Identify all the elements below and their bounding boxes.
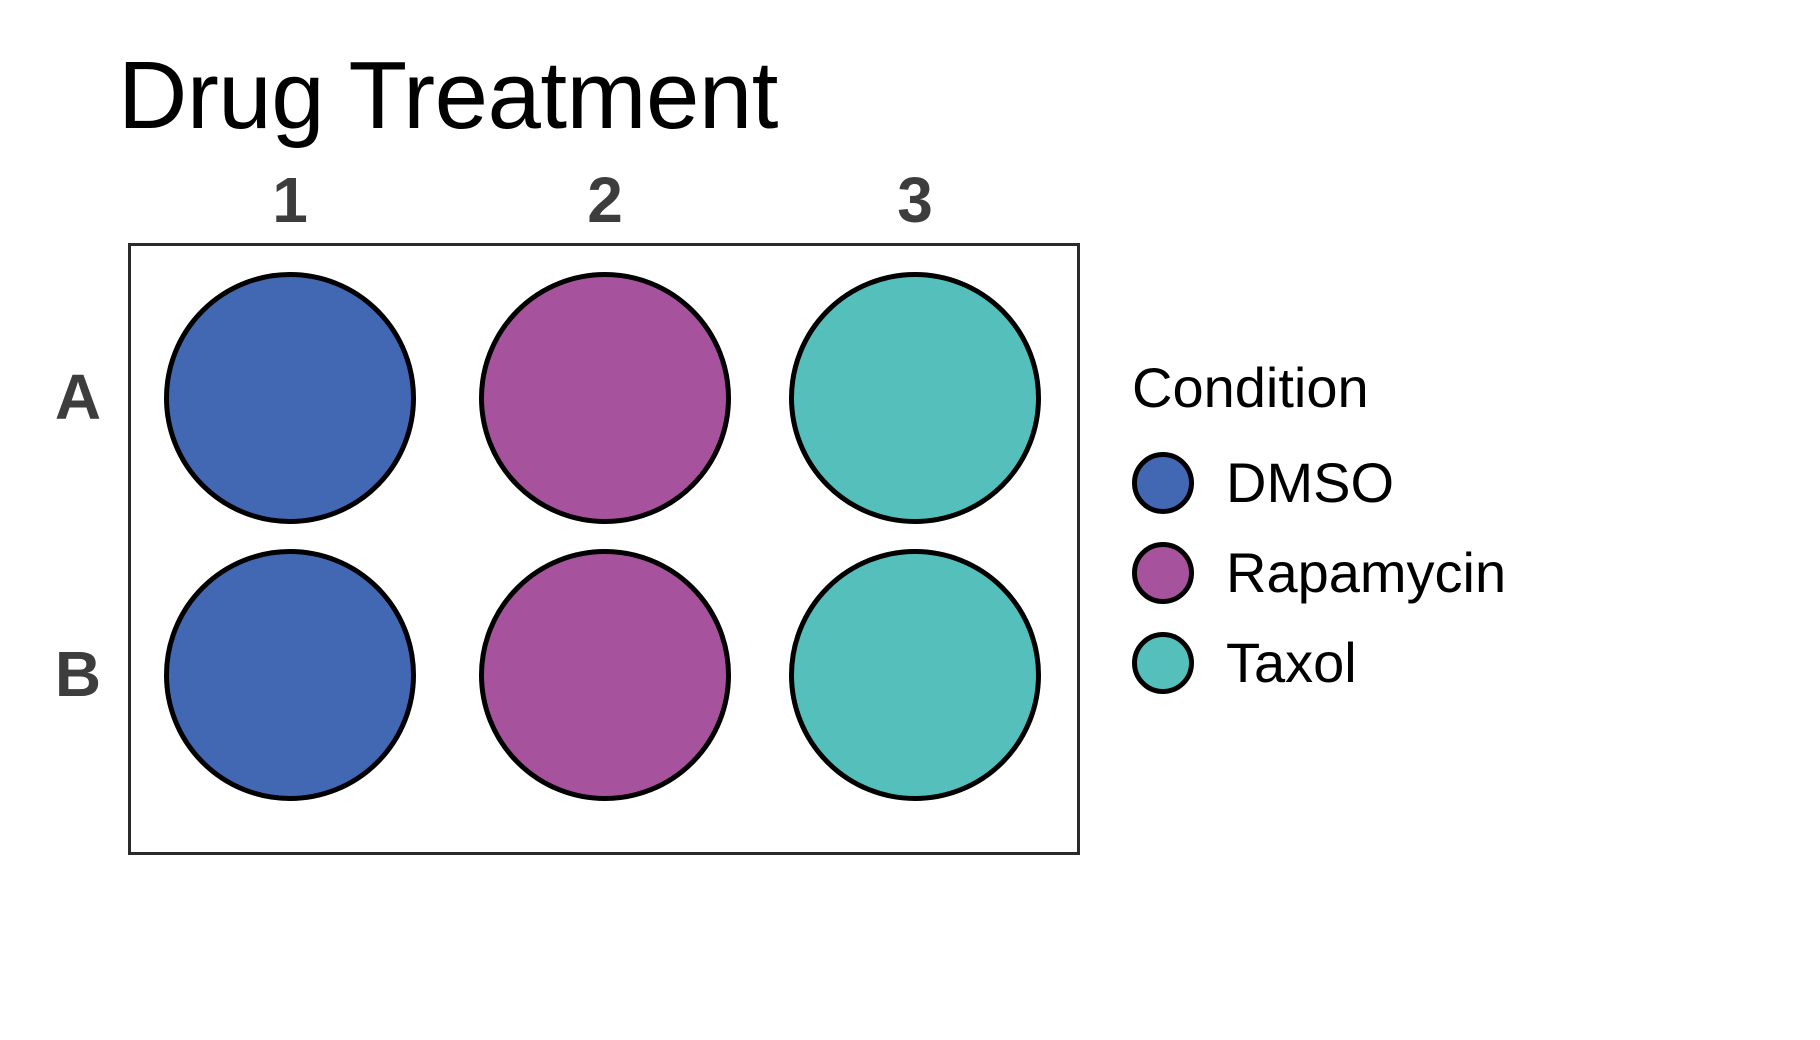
legend-swatch-icon-rapamycin <box>1132 542 1194 604</box>
legend-label-dmso: DMSO <box>1226 451 1394 514</box>
legend-label-taxol: Taxol <box>1226 631 1357 694</box>
legend-title: Condition <box>1132 356 1369 419</box>
well-b1[interactable] <box>164 549 416 801</box>
well-a2[interactable] <box>479 272 731 524</box>
well-b3[interactable] <box>789 549 1041 801</box>
legend: Condition DMSO Rapamycin Taxol <box>1132 360 1792 708</box>
row-header-a: A <box>54 361 102 433</box>
page-title: Drug Treatment <box>118 42 778 149</box>
column-header-3: 3 <box>897 164 933 236</box>
well-b2[interactable] <box>479 549 731 801</box>
column-header-2: 2 <box>587 164 623 236</box>
legend-label-rapamycin: Rapamycin <box>1226 541 1507 604</box>
legend-swatch-icon-taxol <box>1132 632 1194 694</box>
legend-item-rapamycin[interactable]: Rapamycin <box>1132 528 1792 618</box>
legend-swatch-icon-dmso <box>1132 452 1194 514</box>
well-a1[interactable] <box>164 272 416 524</box>
well-a3[interactable] <box>789 272 1041 524</box>
legend-item-dmso[interactable]: DMSO <box>1132 438 1792 528</box>
column-header-1: 1 <box>272 164 308 236</box>
row-header-b: B <box>54 638 102 710</box>
legend-item-taxol[interactable]: Taxol <box>1132 618 1792 708</box>
